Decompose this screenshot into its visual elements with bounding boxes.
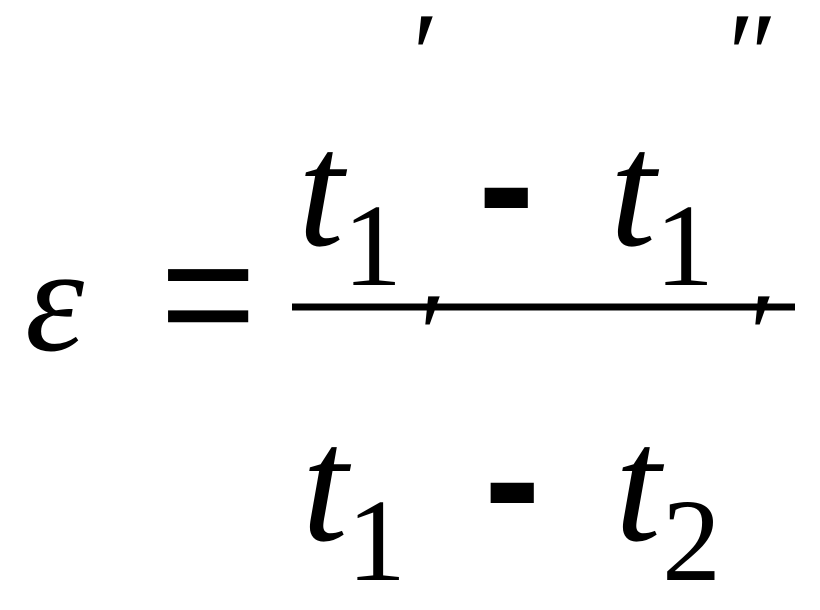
denominator-term2-subscript: 2	[662, 475, 721, 606]
equals-sign: =	[160, 201, 256, 385]
denominator-term2-base: t	[615, 393, 665, 576]
numerator-term2-base: t	[610, 98, 660, 281]
denominator-minus-sign: -	[484, 384, 541, 574]
denominator-term2-prime: ′	[742, 268, 770, 401]
numerator-term2-prime: ″	[720, 0, 772, 121]
denominator-term1-subscript: 1	[347, 475, 406, 606]
epsilon-symbol: ε	[25, 217, 84, 383]
numerator-term1-base: t	[298, 98, 348, 281]
numerator-term2-subscript: 1	[655, 180, 714, 311]
denominator-term1-base: t	[302, 393, 352, 576]
numerator-term1-prime: ′	[405, 0, 433, 121]
numerator-minus-sign: -	[478, 89, 535, 279]
numerator-term1-subscript: 1	[343, 180, 402, 311]
denominator-term1-prime: ′	[412, 268, 440, 401]
